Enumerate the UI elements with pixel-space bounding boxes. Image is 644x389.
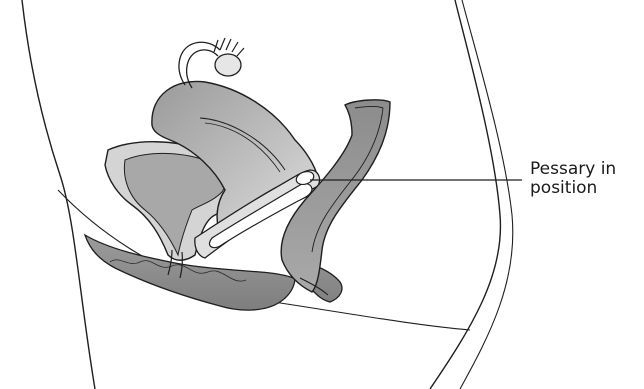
annotation-label-line2: position <box>530 179 640 198</box>
buttock-outline <box>460 0 513 389</box>
annotation-label: Pessary in position <box>530 160 640 198</box>
annotation-label-line1: Pessary in <box>530 160 640 179</box>
fimbriae <box>214 38 244 56</box>
body-outline <box>22 0 95 389</box>
ovary <box>215 54 241 76</box>
